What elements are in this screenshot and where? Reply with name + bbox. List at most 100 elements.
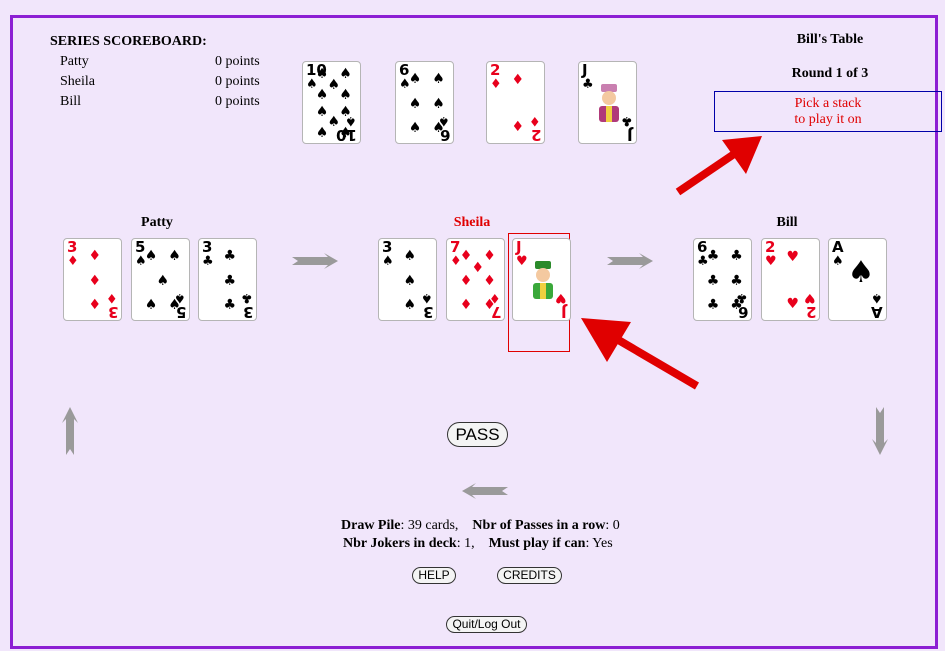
passes-label: Nbr of Passes in a row <box>472 518 606 533</box>
card-pip-icon: ♣ <box>730 297 743 314</box>
card-rank: 2 <box>805 303 816 321</box>
player-name-bill: Bill <box>776 215 798 230</box>
score-row-bill: Bill 0 points <box>50 94 265 114</box>
hand-card-patty-3: 3♣3♣♣♣♣ <box>198 238 257 321</box>
jokers-label: Nbr Jokers in deck <box>343 536 457 551</box>
stack-card-6-spades[interactable]: 6♠6♠♠♠♠♠♠♠ <box>395 61 454 144</box>
help-button[interactable]: HELP <box>412 567 456 584</box>
card-pip-icon: ♠ <box>432 70 445 87</box>
card-rank: 6 <box>697 238 708 256</box>
turn-arrow-left-icon <box>462 483 508 499</box>
card-pip-icon: ♣ <box>706 272 720 289</box>
card-pip-icon: ♠ <box>408 95 422 112</box>
stack-card-10-spades[interactable]: 10♠10♠♠♠♠♠♠♠♠♠♠♠ <box>302 61 361 144</box>
turn-arrow-down-icon <box>872 407 888 455</box>
quit-button[interactable]: Quit/Log Out <box>446 616 527 633</box>
turn-arrow-right-icon <box>292 253 338 269</box>
player-name-patty: Patty <box>141 215 173 230</box>
card-suit-icon: ♦ <box>529 113 541 128</box>
card-suit-icon: ♣ <box>697 254 709 269</box>
frame-border-right <box>935 15 938 649</box>
card-pip-icon: ♦ <box>483 247 496 264</box>
credits-button[interactable]: CREDITS <box>497 567 562 584</box>
card-rank: J <box>516 238 522 256</box>
card-pip-icon: ♦ <box>471 260 485 277</box>
hand-card-patty-1: 3♦3♦♦♦♦ <box>63 238 122 321</box>
game-frame <box>10 15 938 647</box>
card-pip-icon: ♠ <box>408 120 422 137</box>
hand-card-sheila-1[interactable]: 3♠3♠♠♠♠ <box>378 238 437 321</box>
card-pip-icon: ♠ <box>315 103 329 120</box>
must-play-label: Must play if can <box>488 536 586 551</box>
card-rank: A <box>871 303 883 321</box>
card-pip-icon: ♦ <box>511 118 525 135</box>
card-suit-icon: ♦ <box>67 254 79 269</box>
draw-pile-value: : 39 cards, <box>400 518 459 533</box>
card-suit-icon: ♠ <box>421 290 433 305</box>
card-pip-icon: ♠ <box>403 297 417 314</box>
message-box: Pick a stack to play it on <box>714 91 942 132</box>
jokers-value: : 1, <box>456 536 475 551</box>
card-pip-icon: ♦ <box>459 272 473 289</box>
card-pip-icon: ♠ <box>339 103 352 120</box>
card-pip-icon: ♠ <box>144 247 158 264</box>
card-suit-icon: ♠ <box>871 290 883 305</box>
card-rank: 3 <box>422 303 433 321</box>
card-rank: 10 <box>306 61 327 79</box>
card-pip-icon: ♣ <box>730 247 743 264</box>
card-rank: 2 <box>530 126 541 144</box>
card-pip-icon: ♠ <box>168 297 181 314</box>
card-pip-icon: ♣ <box>706 247 720 264</box>
card-suit-icon: ♦ <box>106 290 118 305</box>
card-pip-icon: ♦ <box>483 272 496 289</box>
card-pip-icon: ♠ <box>339 87 352 104</box>
card-pip-icon: ♣ <box>223 272 237 289</box>
score-points: 0 points <box>215 54 260 69</box>
table-title: Bill's Table <box>796 32 864 47</box>
message-line-1: Pick a stack <box>794 96 862 111</box>
card-rank: 3 <box>107 303 118 321</box>
card-pip-icon: ♦ <box>88 297 102 314</box>
card-pip-icon: ♠ <box>156 272 170 289</box>
card-pip-icon: ♠ <box>315 66 329 83</box>
card-suit-icon: ♠ <box>832 254 844 269</box>
pass-button[interactable]: PASS <box>447 422 508 447</box>
card-pip-icon: ♠ <box>408 70 422 87</box>
card-pip-icon: ♥ <box>786 249 800 266</box>
turn-arrow-right-icon <box>607 253 653 269</box>
message-line-2: to play it on <box>794 112 862 127</box>
hand-card-bill-3: A♠A♠♠ <box>828 238 887 321</box>
card-pip-icon: ♦ <box>483 297 496 314</box>
hand-card-sheila-3[interactable]: J♥J♥ <box>512 238 571 321</box>
card-pip-icon: ♣ <box>730 272 743 289</box>
card-pip-icon: ♥ <box>786 295 800 312</box>
card-suit-icon: ♣ <box>241 290 253 305</box>
card-suit-icon: ♥ <box>765 254 777 269</box>
card-suit-icon: ♣ <box>582 77 594 92</box>
stack-card-2-diamonds[interactable]: 2♦2♦♦♦ <box>486 61 545 144</box>
card-suit-icon: ♦ <box>490 77 502 92</box>
card-suit-icon: ♠ <box>399 77 411 92</box>
card-rank: 3 <box>67 238 78 256</box>
score-player-name: Patty <box>60 54 89 69</box>
card-pip-icon: ♠ <box>315 87 329 104</box>
card-pip-icon: ♠ <box>432 120 445 137</box>
card-suit-icon: ♣ <box>202 254 214 269</box>
frame-border-bottom <box>10 646 938 649</box>
score-points: 0 points <box>215 94 260 109</box>
card-pip-icon: ♠ <box>403 247 417 264</box>
stack-card-j-clubs[interactable]: J♣J♣ <box>578 61 637 144</box>
score-row-patty: Patty 0 points <box>50 54 265 74</box>
card-pip-icon: ♠ <box>327 77 341 94</box>
series-scoreboard: SERIES SCOREBOARD: Patty 0 points Sheila… <box>50 34 265 114</box>
round-indicator: Round 1 of 3 <box>791 66 869 81</box>
hand-card-sheila-2[interactable]: 7♦7♦♦♦♦♦♦♦♦ <box>446 238 505 321</box>
score-player-name: Bill <box>60 94 82 109</box>
draw-pile-label: Draw Pile <box>341 518 401 533</box>
card-pip-icon: ♦ <box>88 272 102 289</box>
card-suit-icon: ♦ <box>450 254 462 269</box>
hand-card-bill-2: 2♥2♥♥♥ <box>761 238 820 321</box>
card-suit-icon: ♠ <box>382 254 394 269</box>
card-pip-icon: ♠ <box>315 124 329 141</box>
scoreboard-title: SERIES SCOREBOARD: <box>50 34 207 49</box>
